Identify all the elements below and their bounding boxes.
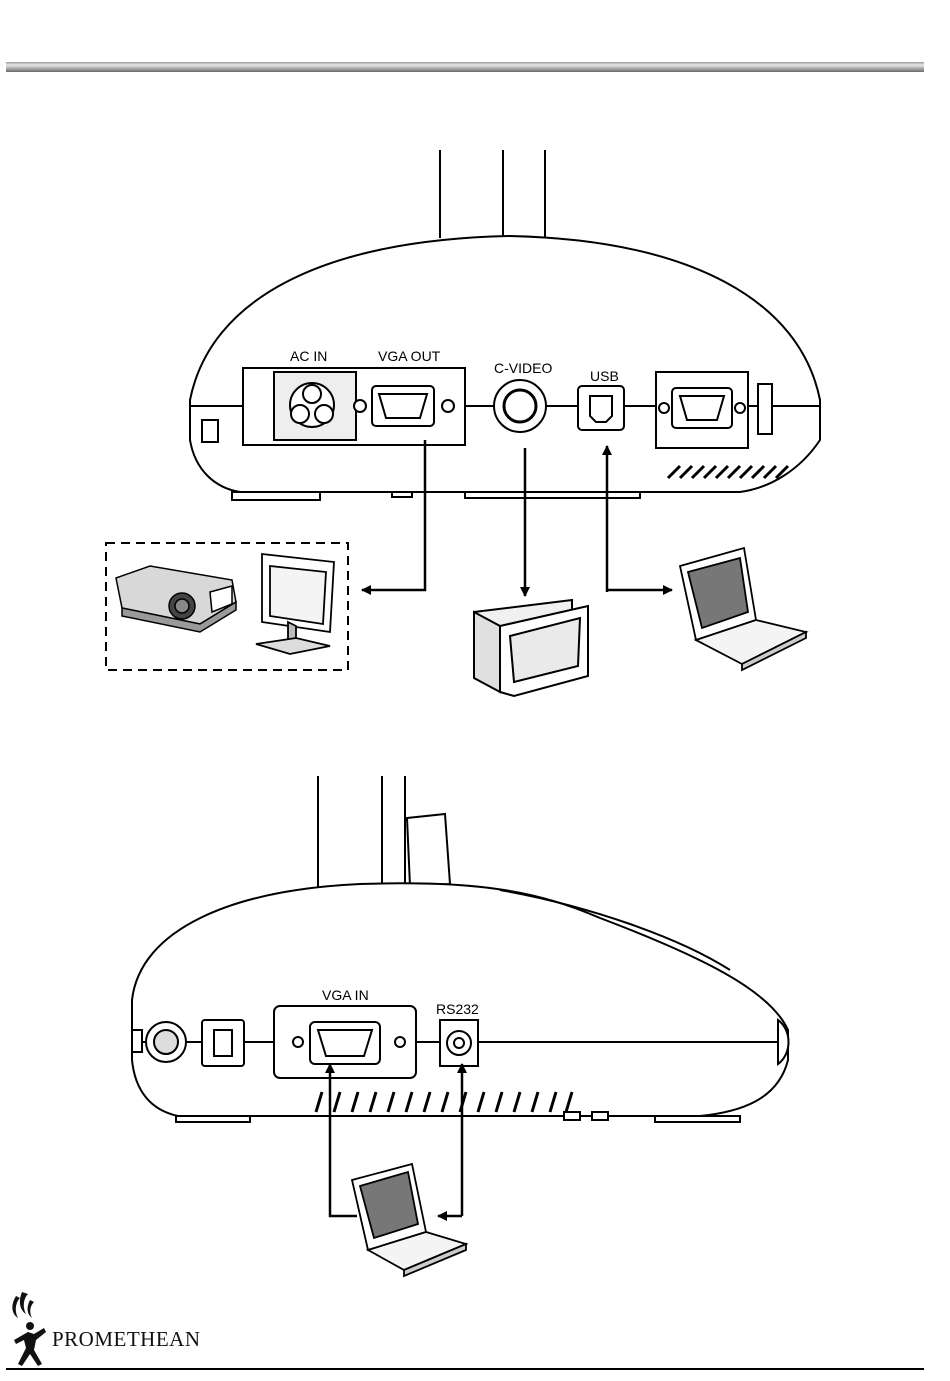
secondary-vga-port-icon [659,388,745,428]
rs232-port-icon [440,1020,478,1066]
promethean-logo-icon [12,1292,46,1366]
footer-brand: PROMETHEAN [52,1327,201,1351]
c-video-label: C-VIDEO [494,360,552,376]
c-video-port-icon [494,380,546,432]
ac-in-port-icon [290,383,334,427]
kensington-lock-icon [202,420,218,442]
mini-usb-port-icon [202,1020,244,1066]
side-view-device [132,776,789,1122]
laptop-icon-bottom [352,1164,466,1276]
laptop-icon [680,548,806,670]
footer-rule [6,1368,924,1370]
ac-in-label: AC IN [290,348,327,364]
vga-out-label: VGA OUT [378,348,441,364]
projector-icon [116,566,236,632]
vga-in-label: VGA IN [322,987,369,1003]
usb-label: USB [590,368,619,384]
usb-port-icon [578,386,624,430]
lcd-monitor-icon [256,554,334,654]
crt-tv-icon [474,600,588,696]
rs232-label: RS232 [436,1001,479,1017]
rear-view-device [190,150,820,500]
